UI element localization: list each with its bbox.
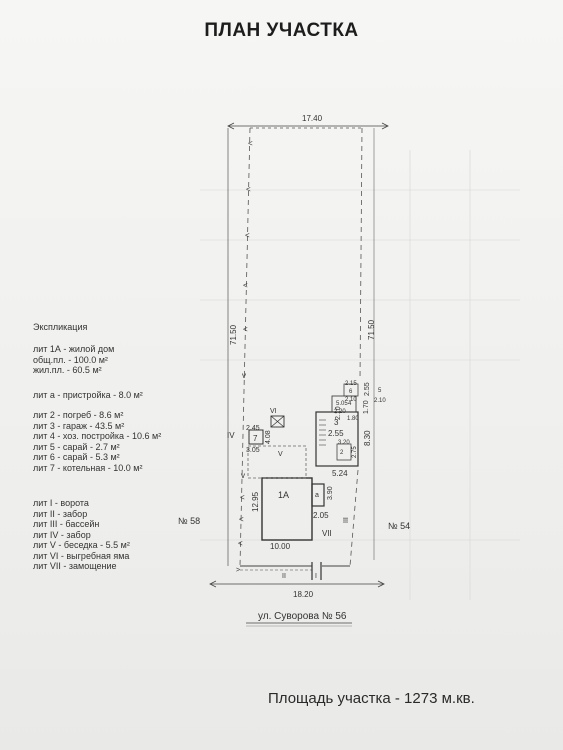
dim-4-08: 4.08 — [265, 430, 272, 444]
dim-2-10-a: 2.10 — [335, 406, 342, 420]
fence-chevron: < — [245, 231, 250, 240]
legend-item: лит III - бассейн — [33, 519, 100, 529]
left-length-label: 71.50 — [229, 324, 238, 345]
lit-7-outline — [248, 429, 264, 445]
fence-chevron: < — [243, 325, 248, 334]
legend-item: лит 7 - котельная - 10.0 м² — [33, 462, 143, 473]
plot-area-label: Площадь участка - 1273 м.кв. — [268, 690, 475, 707]
lit-2-label: 2 — [340, 450, 344, 456]
lit-5-label: 5 — [378, 388, 382, 394]
dim-1-70: 1.70 — [363, 400, 370, 414]
fence-chevron: < — [238, 539, 243, 548]
legend-item: лит 3 - гараж - 43.5 м² — [33, 420, 125, 431]
left-boundary-fence — [239, 127, 251, 567]
fence-chevron: > — [236, 567, 240, 574]
annex-height-label: 3.90 — [327, 486, 334, 500]
cesspit-cross — [270, 415, 285, 428]
fence-chevron: < — [246, 185, 251, 194]
dim-3-20: 3.20 — [338, 440, 350, 446]
lit-7-label: 7 — [253, 434, 258, 443]
dim-3-05: 3.05 — [246, 447, 260, 454]
fence-chevron: < — [243, 281, 248, 290]
fence-chevron: v — [242, 371, 246, 380]
annex-width-label: 2.05 — [313, 511, 329, 520]
dim-2-10-c: 2.10 — [374, 398, 386, 404]
cesspit-outline — [270, 415, 285, 428]
legend-item: лит 6 - сарай - 5.3 м² — [33, 452, 120, 462]
lit-iii-label: III — [343, 517, 350, 523]
legend-item: общ.пл. - 100.0 м² — [33, 354, 108, 365]
dim-2-10-b: 2.10 — [345, 397, 357, 403]
lit-6-label: 6 — [349, 389, 353, 395]
lit-i-label: I — [315, 573, 317, 580]
top-width-label: 17.40 — [302, 114, 323, 123]
dim-2-55: 2.55 — [364, 382, 371, 396]
legend-group-house: лит 1А - жилой дом общ.пл. - 100.0 м² жи… — [33, 344, 114, 376]
page-title: ПЛАН УЧАСТКА — [204, 20, 359, 41]
neighbor-right-label: № 54 — [388, 521, 410, 531]
legend-item: лит 1А - жилой дом — [33, 344, 115, 354]
annex-outline — [311, 483, 325, 507]
fence-chevrons: < < < < < v v < < < — [238, 139, 253, 548]
background-ghost-lines — [200, 150, 520, 600]
right-boundary-fence-lower — [349, 469, 359, 567]
lit-vi-label: VI — [270, 408, 277, 415]
top-dimension-line — [227, 122, 389, 130]
lit-vii-label: VII — [322, 529, 332, 538]
right-length-label: 71.50 — [367, 319, 376, 340]
stairs-hatching — [319, 419, 326, 446]
legend-item: лит а - пристройка - 8.0 м² — [33, 390, 143, 400]
legend-group-annex: лит а - пристройка - 8.0 м² — [33, 390, 143, 401]
dim-1-80: 1.80 — [347, 416, 359, 422]
house-width-label: 10.00 — [270, 542, 291, 551]
fence-chevron: v — [241, 471, 245, 480]
bottom-dimension-line — [209, 580, 385, 588]
dim-2-15: 2.15 — [345, 381, 357, 387]
lit-v-label: V — [278, 451, 283, 458]
legend-item: лит 4 - хоз. постройка - 10.6 м² — [33, 431, 162, 441]
lit-6-outline — [343, 383, 359, 397]
garage-width-label: 5.24 — [332, 469, 348, 478]
street-label: ул. Суворова № 56 — [258, 611, 347, 622]
legend-item: лит 5 - сарай - 2.7 м² — [33, 441, 120, 452]
cellar-outline — [336, 443, 352, 461]
legend-item: лит 2 - погреб - 8.6 м² — [33, 410, 124, 420]
house-height-label: 12.95 — [251, 491, 260, 512]
dim-5-05: 5.05 — [336, 401, 348, 407]
legend-item: лит II - забор — [33, 508, 88, 519]
legend-item: лит IV - забор — [33, 529, 91, 540]
legend-group-buildings: лит 2 - погреб - 8.6 м² лит 3 - гараж - … — [33, 410, 161, 473]
garage-height-label: 8.30 — [363, 430, 372, 446]
fence-chevron: < — [248, 139, 253, 148]
house-label: 1A — [278, 490, 289, 500]
legend-item: лит VII - замощение — [33, 561, 117, 571]
bottom-width-label: 18.20 — [293, 590, 314, 599]
neighbor-left-label: № 58 — [178, 516, 200, 526]
legend-heading: Экспликация — [33, 322, 87, 333]
dim-2-20: 2.20 — [334, 409, 346, 415]
legend-item: жил.пл. - 60.5 м² — [33, 365, 102, 375]
legend-heading-text: Экспликация — [33, 322, 88, 332]
garage-width-top-label: 2.55 — [328, 429, 344, 438]
dim-2-45: 2.45 — [246, 425, 260, 432]
annex-label: a — [315, 492, 319, 499]
house-1a-outline — [261, 477, 313, 541]
lit-ii-label: II — [282, 573, 286, 580]
right-boundary-fence — [359, 127, 363, 381]
lit-4-label: 4 — [348, 401, 352, 407]
legend-item: лит V - беседка - 5.5 м² — [33, 540, 130, 550]
dim-2-75: 2.75 — [352, 446, 358, 458]
legend-item: лит I - ворота — [33, 498, 89, 508]
legend-group-structures: лит I - ворота лит II - забор лит III - … — [33, 498, 130, 572]
lit-iv-label: IV — [227, 431, 235, 440]
fence-chevron: < — [240, 493, 245, 502]
garage-label: 3 — [334, 418, 339, 427]
fence-chevron: < — [239, 515, 244, 524]
legend-item: лит VI - выгребная яма — [33, 550, 130, 561]
